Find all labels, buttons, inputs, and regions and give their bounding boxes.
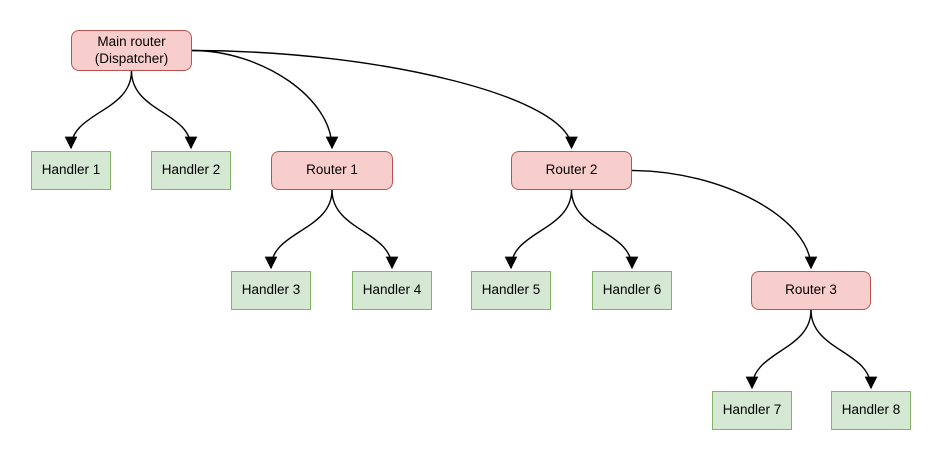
edge-main-router-to-router-1: [191, 49, 339, 150]
node-handler-4: Handler 4: [352, 271, 432, 310]
node-router-3: Router 3: [751, 271, 871, 310]
edge-router-2-to-handler-6: [570, 189, 639, 270]
edge-router-3-to-handler-8: [810, 309, 878, 390]
edge-main-router-to-router-2: [191, 49, 578, 150]
node-main-router: Main router (Dispatcher): [71, 30, 192, 71]
node-handler-5: Handler 5: [471, 271, 551, 310]
node-router-1: Router 1: [271, 151, 393, 190]
edge-main-router-to-handler-2: [130, 70, 198, 150]
node-handler-3: Handler 3: [231, 271, 311, 310]
node-handler-8: Handler 8: [831, 391, 911, 430]
node-handler-7: Handler 7: [712, 391, 792, 430]
node-handler-1: Handler 1: [31, 151, 111, 190]
edge-router-2-to-router-3: [631, 169, 818, 270]
edge-router-3-to-handler-7: [745, 309, 812, 390]
node-handler-6: Handler 6: [592, 271, 672, 310]
edge-main-router-to-handler-1: [64, 70, 133, 150]
edge-router-1-to-handler-3: [264, 189, 333, 270]
edge-router-2-to-handler-5: [504, 189, 573, 270]
node-router-2: Router 2: [511, 151, 632, 190]
edge-router-1-to-handler-4: [331, 189, 399, 270]
node-handler-2: Handler 2: [151, 151, 231, 190]
